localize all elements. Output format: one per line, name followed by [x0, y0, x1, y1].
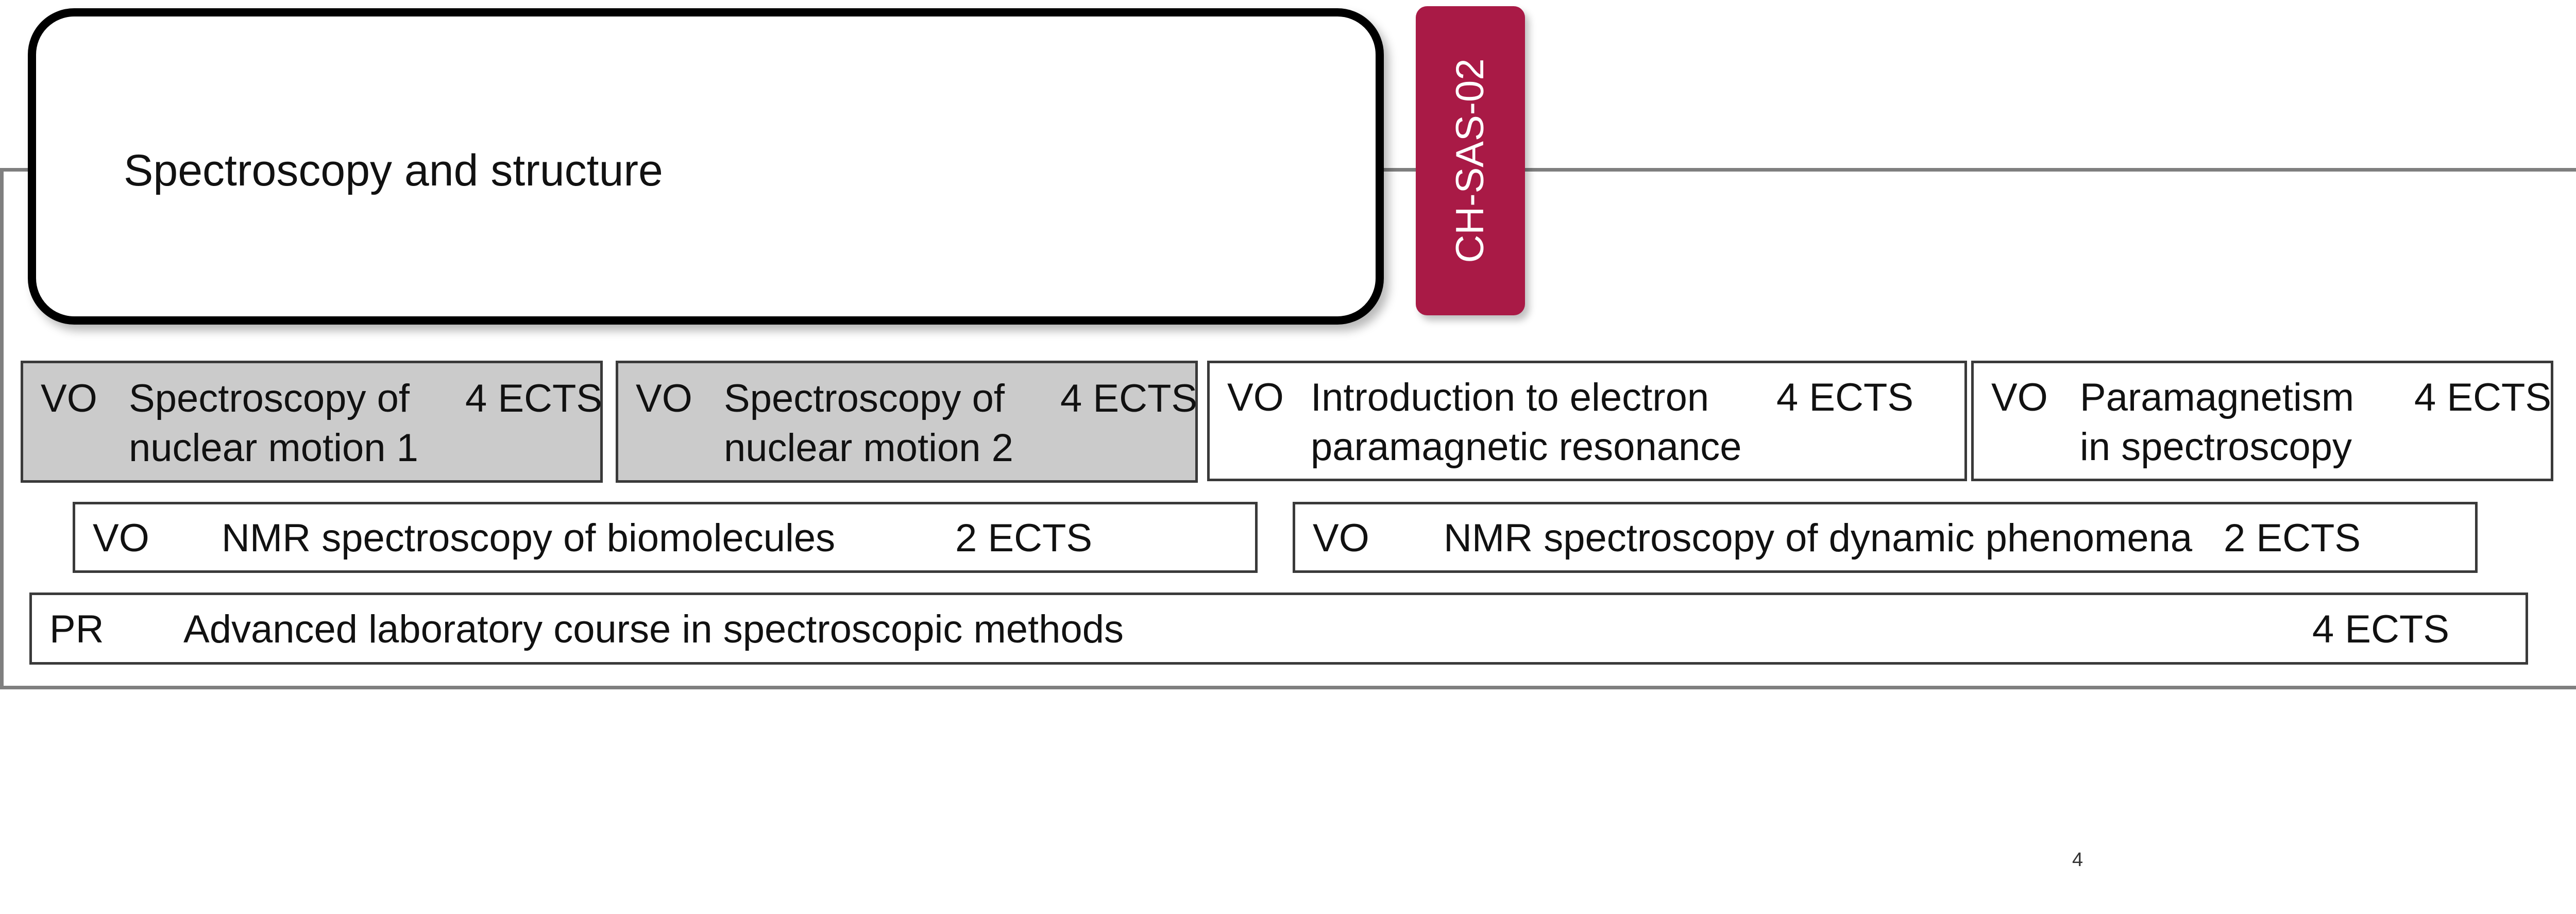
course-credits: 4 ECTS [2414, 376, 2552, 419]
course-type: VO [636, 377, 692, 420]
course-type: VO [1313, 516, 1369, 560]
course-title-line-1: Spectroscopy of [129, 377, 410, 420]
course-credits: 2 ECTS [2224, 516, 2361, 560]
course-credits: 2 ECTS [955, 516, 1093, 560]
page-number: 4 [2072, 849, 2083, 871]
course-box-nmr-biomolecules: VO NMR spectroscopy of biomolecules 2 EC… [73, 502, 1258, 573]
module-title-box: Spectroscopy and structure [28, 8, 1384, 325]
course-credits: 4 ECTS [2312, 607, 2450, 651]
course-box-paramagnetism: VO Paramagnetism in spectroscopy 4 ECTS [1971, 361, 2553, 481]
module-code-tab: CH-SAS-02 [1416, 6, 1525, 315]
course-title-line-1: Paramagnetism [2080, 376, 2354, 419]
course-title-line-2: nuclear motion 1 [129, 426, 418, 470]
course-credits: 4 ECTS [1060, 377, 1198, 420]
course-title-line-2: nuclear motion 2 [724, 426, 1013, 470]
module-code: CH-SAS-02 [1448, 58, 1492, 263]
course-title-line-2: in spectroscopy [2080, 425, 2352, 469]
course-type: VO [1991, 376, 2048, 419]
course-title: Advanced laboratory course in spectrosco… [183, 607, 1124, 651]
course-title-line-2: paramagnetic resonance [1311, 425, 1742, 469]
course-type: VO [93, 516, 149, 560]
course-box-spectroscopy-nuclear-motion-1: VO Spectroscopy of nuclear motion 1 4 EC… [21, 361, 603, 483]
course-title-line-1: Spectroscopy of [724, 377, 1005, 420]
course-credits: 4 ECTS [1776, 376, 1914, 419]
course-type: VO [41, 377, 97, 420]
course-title: NMR spectroscopy of dynamic phenomena [1444, 516, 2193, 560]
course-box-advanced-laboratory: PR Advanced laboratory course in spectro… [29, 593, 2528, 665]
course-type: PR [49, 607, 104, 651]
module-title: Spectroscopy and structure [124, 146, 663, 195]
course-box-nmr-dynamic-phenomena: VO NMR spectroscopy of dynamic phenomena… [1293, 502, 2478, 573]
course-type: VO [1227, 376, 1284, 419]
course-box-electron-paramagnetic-resonance: VO Introduction to electron paramagnetic… [1207, 361, 1967, 481]
course-credits: 4 ECTS [465, 377, 603, 420]
course-title: NMR spectroscopy of biomolecules [222, 516, 836, 560]
course-box-spectroscopy-nuclear-motion-2: VO Spectroscopy of nuclear motion 2 4 EC… [616, 361, 1198, 483]
course-title-line-1: Introduction to electron [1311, 376, 1709, 419]
